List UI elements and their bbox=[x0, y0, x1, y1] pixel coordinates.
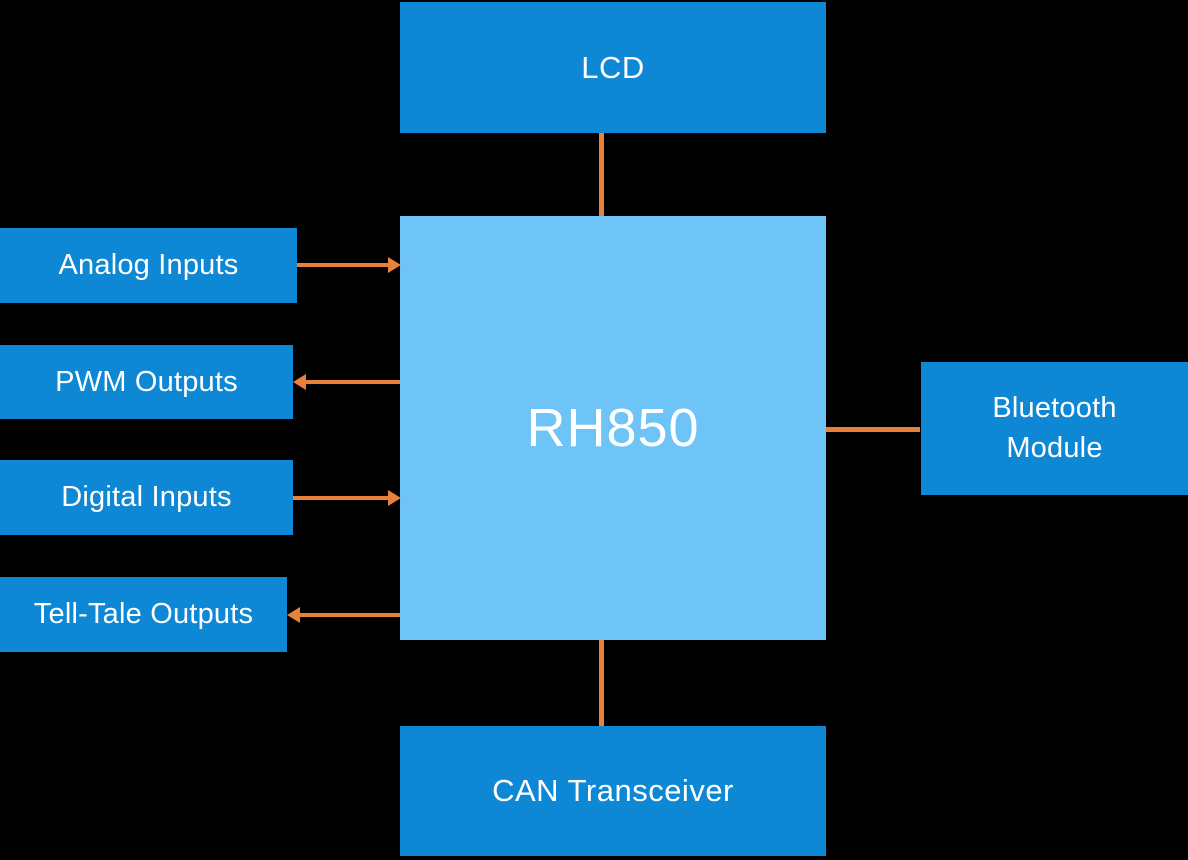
arrowhead-to-pwm-outputs-icon bbox=[293, 374, 306, 390]
connector-rh850-bluetooth-module bbox=[826, 427, 920, 432]
block-can-transceiver-label: CAN Transceiver bbox=[492, 773, 734, 808]
block-tell-tale-outputs-label: Tell-Tale Outputs bbox=[33, 598, 254, 630]
arrowhead-into-rh850-digital-icon bbox=[388, 490, 401, 506]
block-pwm-outputs: PWM Outputs bbox=[0, 345, 293, 419]
connector-rh850-tell-tale-outputs bbox=[300, 613, 400, 617]
block-pwm-outputs-label: PWM Outputs bbox=[55, 365, 238, 398]
block-tell-tale-outputs: Tell-Tale Outputs bbox=[0, 577, 287, 652]
connector-digital-inputs-rh850 bbox=[293, 496, 388, 500]
block-digital-inputs: Digital Inputs bbox=[0, 460, 293, 535]
block-analog-inputs: Analog Inputs bbox=[0, 228, 297, 303]
block-bluetooth-module: Bluetooth Module bbox=[921, 362, 1188, 495]
connector-rh850-pwm-outputs bbox=[306, 380, 400, 384]
block-rh850: RH850 bbox=[400, 216, 826, 640]
block-rh850-label: RH850 bbox=[526, 398, 700, 458]
block-bluetooth-module-label: Bluetooth Module bbox=[992, 392, 1117, 464]
block-can-transceiver: CAN Transceiver bbox=[400, 726, 826, 856]
block-lcd: LCD bbox=[400, 2, 826, 133]
block-lcd-label: LCD bbox=[581, 49, 645, 85]
connector-analog-inputs-rh850 bbox=[297, 263, 388, 267]
block-digital-inputs-label: Digital Inputs bbox=[61, 481, 232, 513]
connector-lcd-rh850 bbox=[599, 133, 604, 216]
arrowhead-to-tell-tale-outputs-icon bbox=[287, 607, 300, 623]
arrowhead-into-rh850-analog-icon bbox=[388, 257, 401, 273]
block-analog-inputs-label: Analog Inputs bbox=[58, 249, 239, 281]
connector-rh850-can-transceiver bbox=[599, 640, 604, 726]
